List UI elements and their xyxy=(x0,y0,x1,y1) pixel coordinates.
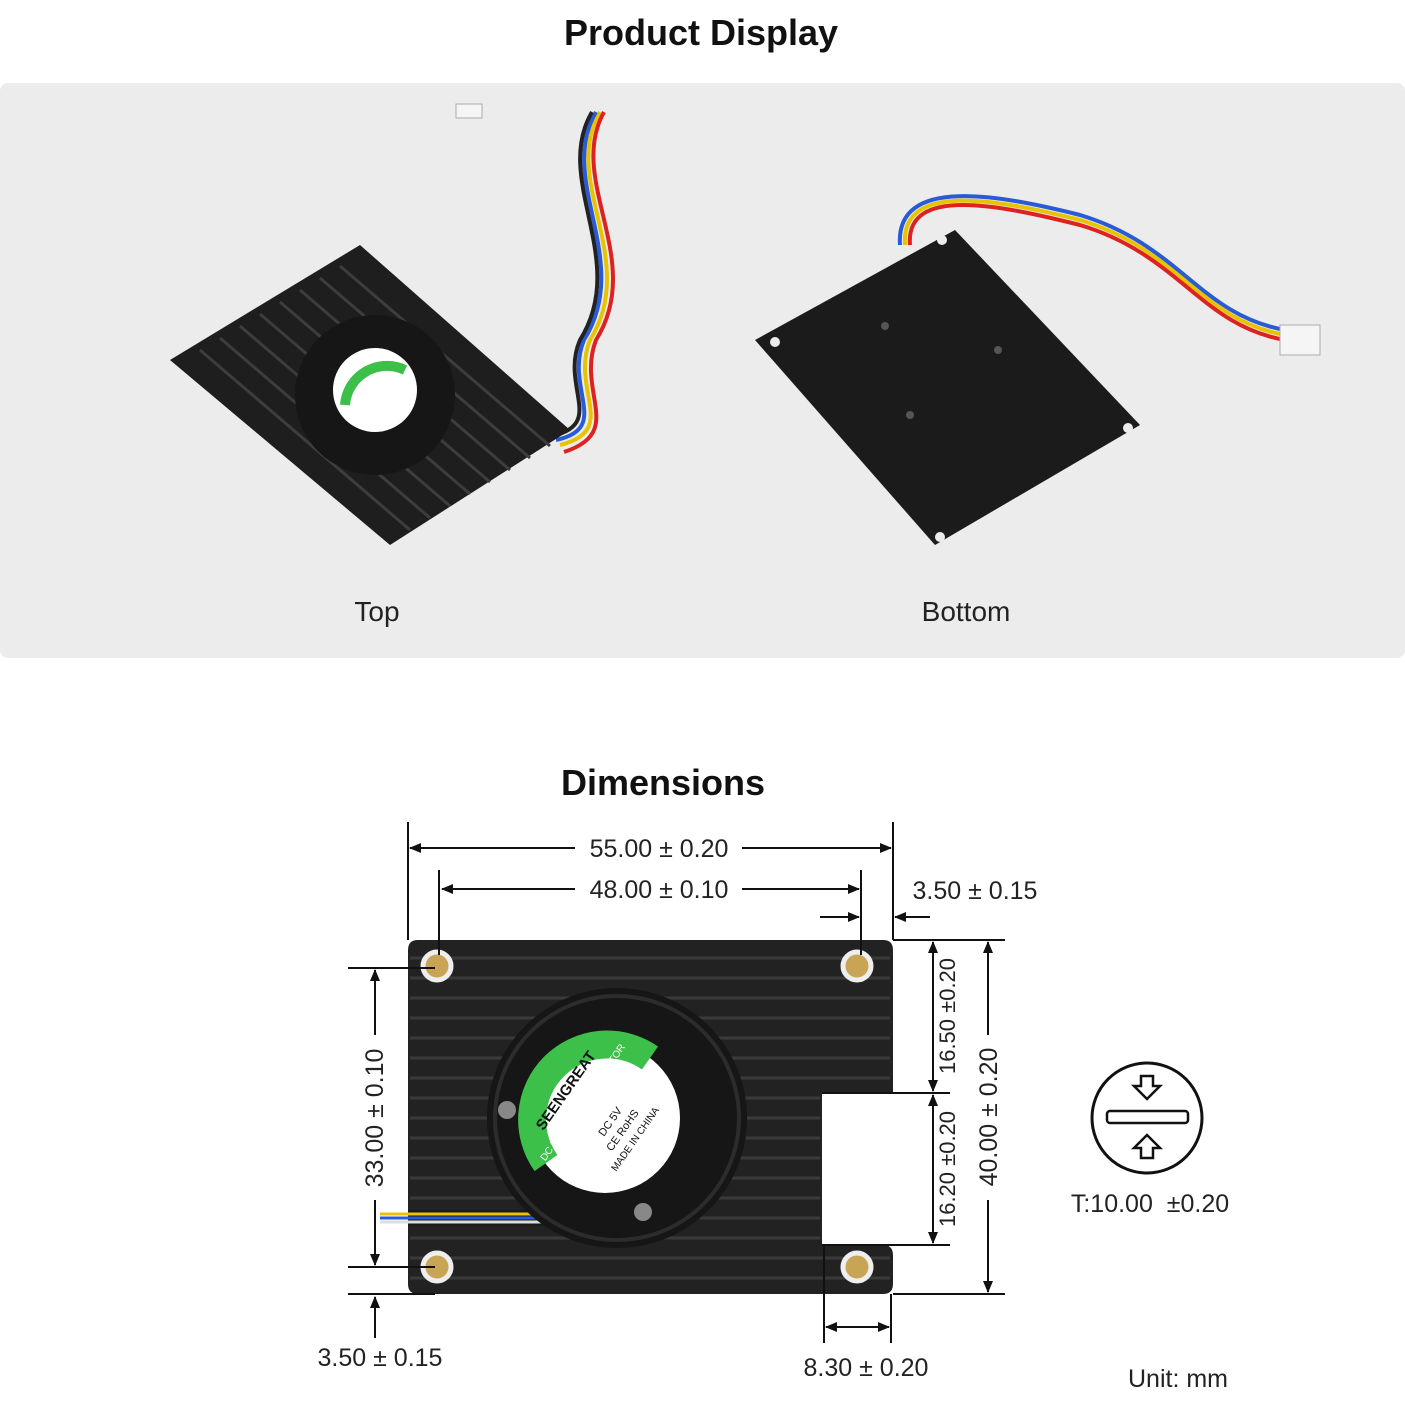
thickness-label: T:10.00 ±0.20 xyxy=(1071,1190,1229,1218)
hole-spacing-x-label: 48.00 ± 0.10 xyxy=(590,876,729,904)
unit-label: Unit: mm xyxy=(1128,1365,1228,1393)
notch-height-label: 16.20 ±0.20 xyxy=(935,1111,960,1227)
overall-height-label: 40.00 ± 0.20 xyxy=(975,1048,1003,1187)
notch-top-label: 16.50 ±0.20 xyxy=(935,958,960,1074)
hole-spacing-y-label: 33.00 ± 0.10 xyxy=(361,1049,389,1188)
hole-offset-bottom-left-label: 3.50 ± 0.15 xyxy=(318,1344,443,1372)
top-label: Top xyxy=(354,596,399,627)
notch-depth-label: 8.30 ± 0.20 xyxy=(804,1354,929,1382)
dimension-lines xyxy=(348,822,1005,1343)
thickness-icon xyxy=(1090,1061,1204,1175)
bottom-view-photo xyxy=(755,194,1321,545)
hole-offset-top-right-label: 3.50 ± 0.15 xyxy=(913,877,1038,905)
heatsink-drawing: SEENGREAT DC BRUSHLESS FAN MOTOR MODEL:D… xyxy=(380,940,893,1294)
bottom-label: Bottom xyxy=(922,596,1011,627)
dimensions-title: Dimensions xyxy=(561,762,765,803)
overall-width-label: 55.00 ± 0.20 xyxy=(590,835,729,863)
product-display-panel xyxy=(0,83,1405,658)
product-display-title: Product Display xyxy=(564,12,838,53)
top-view-photo xyxy=(170,103,615,545)
